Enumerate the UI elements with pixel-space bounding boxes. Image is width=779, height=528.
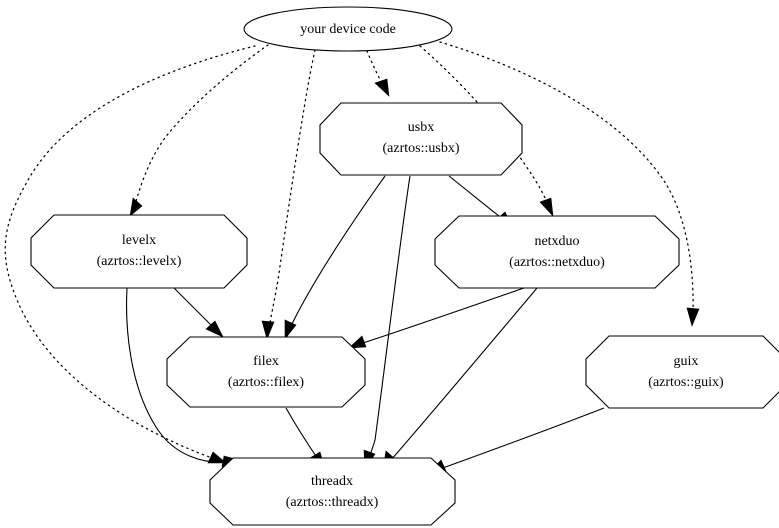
node-your-device-code[interactable]: your device code bbox=[243, 6, 453, 52]
node-usbx-label-namespace: (azrtos::usbx) bbox=[383, 141, 460, 156]
node-levelx[interactable]: levelx (azrtos::levelx) bbox=[30, 214, 248, 289]
node-netxduo-shape[interactable] bbox=[434, 215, 680, 289]
node-netxduo[interactable]: netxduo (azrtos::netxduo) bbox=[434, 215, 680, 289]
edge-device-to-filex bbox=[261, 49, 316, 340]
node-your-device-code-shape[interactable] bbox=[243, 6, 453, 52]
edge-device-to-levelx bbox=[129, 44, 269, 217]
node-levelx-label-namespace: (azrtos::levelx) bbox=[97, 254, 182, 269]
node-netxduo-label-primary: netxduo bbox=[534, 234, 579, 249]
node-guix-shape[interactable] bbox=[585, 335, 779, 409]
edge-device-to-guix bbox=[439, 41, 700, 327]
node-threadx-shape[interactable] bbox=[209, 457, 456, 526]
node-netxduo-label-namespace: (azrtos::netxduo) bbox=[509, 255, 605, 270]
node-filex-label-primary: filex bbox=[253, 354, 279, 369]
edge-usbx-to-filex bbox=[284, 175, 386, 340]
edge-device-to-usbx bbox=[366, 50, 390, 97]
node-usbx[interactable]: usbx (azrtos::usbx) bbox=[319, 102, 523, 176]
edge-netxduo-to-filex bbox=[348, 287, 525, 349]
node-threadx-label-primary: threadx bbox=[311, 474, 353, 489]
node-filex[interactable]: filex (azrtos::filex) bbox=[166, 336, 366, 408]
edge-usbx-to-threadx bbox=[363, 175, 411, 470]
edge-guix-to-threadx bbox=[428, 407, 605, 474]
node-threadx-label-namespace: (azrtos::threadx) bbox=[286, 495, 379, 510]
node-threadx[interactable]: threadx (azrtos::threadx) bbox=[209, 457, 456, 526]
node-your-device-code-label: your device code bbox=[300, 22, 396, 37]
node-levelx-label-primary: levelx bbox=[122, 233, 156, 248]
node-guix[interactable]: guix (azrtos::guix) bbox=[585, 335, 779, 409]
node-usbx-label-primary: usbx bbox=[408, 120, 434, 135]
node-layer: your device code usbx (azrtos::usbx) lev… bbox=[30, 6, 779, 526]
node-guix-label-namespace: (azrtos::guix) bbox=[648, 375, 724, 390]
edge-levelx-to-filex bbox=[173, 287, 224, 338]
node-usbx-shape[interactable] bbox=[319, 102, 523, 176]
node-levelx-shape[interactable] bbox=[30, 214, 248, 289]
edge-device-to-threadx bbox=[4, 45, 256, 464]
node-guix-label-primary: guix bbox=[674, 354, 699, 369]
node-filex-label-namespace: (azrtos::filex) bbox=[228, 375, 305, 390]
node-filex-shape[interactable] bbox=[166, 336, 366, 408]
